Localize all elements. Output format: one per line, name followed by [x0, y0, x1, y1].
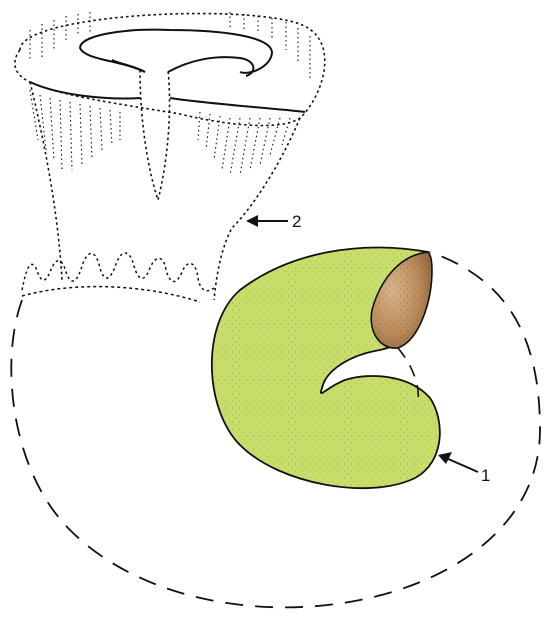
arrow-2	[246, 215, 288, 227]
arrow-1	[438, 452, 478, 472]
label-2: 2	[292, 212, 301, 231]
label-1: 1	[481, 466, 490, 485]
funnel-inner-spiral	[30, 30, 305, 112]
dotted-base-line	[22, 287, 200, 302]
dotted-funnel-structure	[15, 14, 325, 300]
dotted-fringe	[22, 253, 214, 291]
